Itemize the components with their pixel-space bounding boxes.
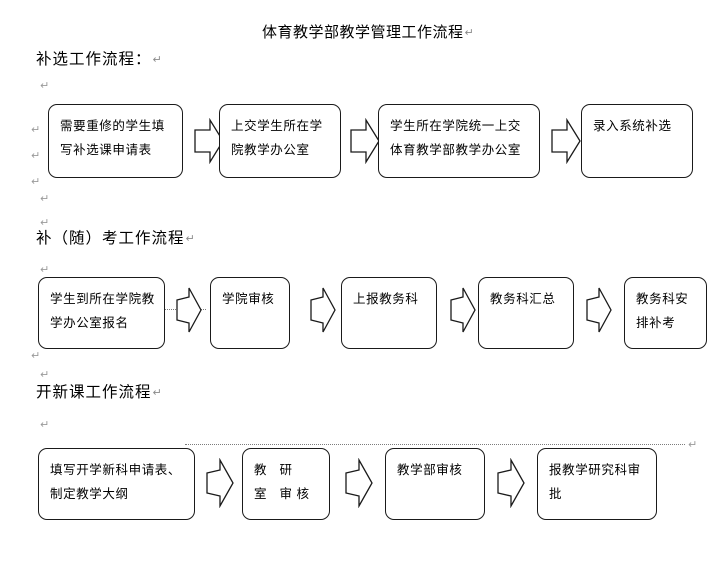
section-heading-1: 补选工作流程：↵ (36, 50, 163, 69)
pilcrow-icon: ↵ (152, 386, 163, 399)
flow-node-label: 学院审核 (222, 291, 275, 306)
right-arrow-icon (450, 286, 476, 334)
paragraph-mark: ↵ (40, 216, 50, 229)
page-title: 体育教学部教学管理工作流程↵ (262, 23, 474, 42)
flow-node[interactable]: 报教学研究科审批 (537, 448, 657, 520)
flow-node-label: 教务科安排补考 (636, 291, 689, 330)
page-title-text: 体育教学部教学管理工作流程 (262, 23, 464, 41)
pilcrow-icon: ↵ (185, 232, 196, 245)
flow-node-label: 报教学研究科审批 (549, 462, 641, 501)
paragraph-mark: ↵ (40, 418, 50, 431)
right-arrow-icon (497, 458, 525, 508)
flow-node-label: 教务科汇总 (490, 291, 556, 306)
right-arrow-icon (586, 286, 612, 334)
flow-node[interactable]: 学生所在学院统一上交体育教学部教学办公室 (378, 104, 540, 178)
section-heading-2: 补（随）考工作流程↵ (36, 229, 196, 248)
right-arrow-icon (345, 458, 373, 508)
paragraph-mark: ↵ (40, 79, 50, 92)
flow-node[interactable]: 上报教务科 (341, 277, 437, 349)
flow-node-label: 教学部审核 (397, 462, 463, 477)
flow-node[interactable]: 填写开学新科申请表、制定教学大纲 (38, 448, 195, 520)
flow-node[interactable]: 学生到所在学院教学办公室报名 (38, 277, 165, 349)
flow-node-label: 学生所在学院统一上交体育教学部教学办公室 (390, 118, 522, 157)
paragraph-mark: ↵ (31, 349, 41, 362)
section-heading-2-text: 补（随）考工作流程 (36, 229, 185, 247)
flow-node[interactable]: 教务科汇总 (478, 277, 574, 349)
right-arrow-icon (206, 458, 234, 508)
right-arrow-icon (350, 118, 380, 164)
right-arrow-icon (194, 118, 224, 164)
right-arrow-icon (551, 118, 581, 164)
pilcrow-icon: ↵ (152, 53, 163, 66)
pilcrow-icon: ↵ (464, 25, 475, 39)
flow-node-label: 上报教务科 (353, 291, 419, 306)
paragraph-mark: ↵ (40, 263, 50, 276)
flow-node-label: 教 研 室 审核 (254, 462, 314, 501)
flow-node[interactable]: 上交学生所在学院教学办公室 (219, 104, 341, 178)
flow-node[interactable]: 教学部审核 (385, 448, 485, 520)
section-dotted-rule (185, 444, 685, 445)
section-heading-1-text: 补选工作流程： (36, 50, 152, 68)
paragraph-mark: ↵ (40, 368, 50, 381)
paragraph-mark: ↵ (40, 192, 50, 205)
paragraph-mark: ↵ (31, 175, 41, 188)
flow-node-label: 需要重修的学生填写补选课申请表 (60, 118, 165, 157)
flow-node-label: 录入系统补选 (593, 118, 672, 133)
flow-node[interactable]: 需要重修的学生填写补选课申请表 (48, 104, 183, 178)
flow-node-label: 上交学生所在学院教学办公室 (231, 118, 323, 157)
flow-node-label: 学生到所在学院教学办公室报名 (50, 291, 155, 330)
flow-node[interactable]: 教 研 室 审核 (242, 448, 330, 520)
right-arrow-icon (310, 286, 336, 334)
right-arrow-icon (176, 286, 202, 334)
flow-node[interactable]: 学院审核 (210, 277, 290, 349)
pilcrow-icon: ↵ (688, 438, 698, 451)
flow-node[interactable]: 教务科安排补考 (624, 277, 707, 349)
paragraph-mark: ↵ (31, 149, 41, 162)
flow-node[interactable]: 录入系统补选 (581, 104, 693, 178)
paragraph-mark: ↵ (31, 123, 41, 136)
section-heading-3: 开新课工作流程↵ (36, 383, 163, 402)
section-heading-3-text: 开新课工作流程 (36, 383, 152, 401)
flow-node-label: 填写开学新科申请表、制定教学大纲 (50, 462, 182, 501)
